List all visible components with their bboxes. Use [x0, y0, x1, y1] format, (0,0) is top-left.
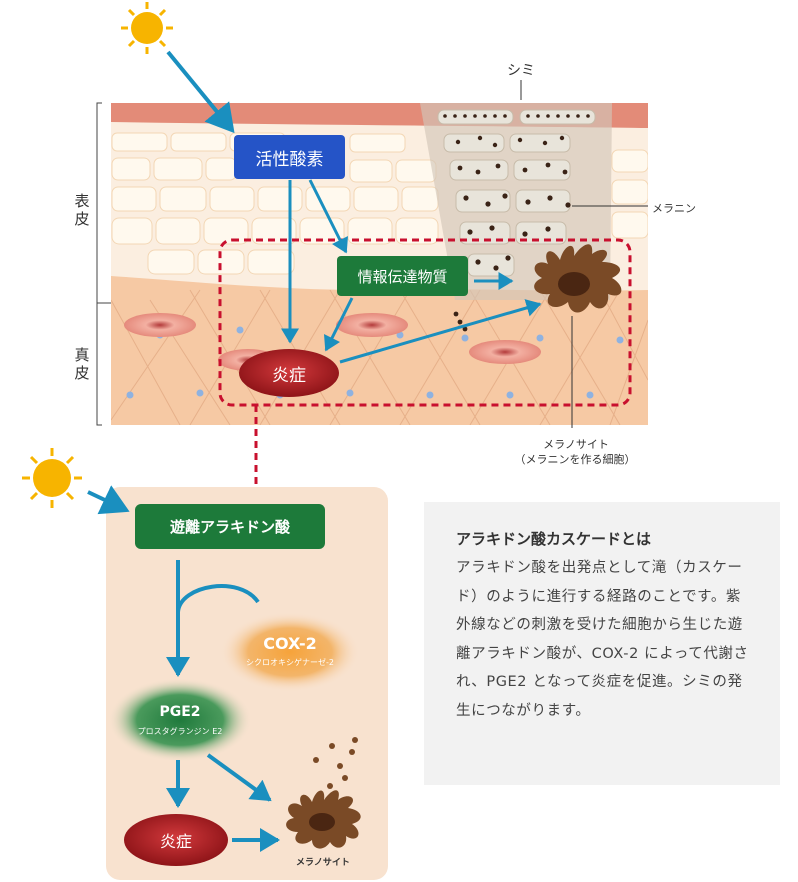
pge2-ellipse: [108, 678, 252, 762]
cox2-sub-label: シクロオキシゲナーゼ-2: [246, 657, 334, 667]
active-oxygen-label: 活性酸素: [255, 149, 324, 170]
sun-icon-top: [121, 2, 173, 54]
note-title: アラキドン酸カスケードとは: [456, 530, 652, 548]
epidermis-label: 表皮: [74, 192, 90, 228]
dermis-label: 真皮: [74, 346, 90, 382]
inflammation-top-ellipse: [239, 349, 339, 397]
inflammation-bottom-ellipse: [124, 814, 228, 866]
melanocyte-sub-label: （メラニンを作る細胞）: [514, 453, 636, 466]
inflammation-top-label: 炎症: [272, 365, 306, 386]
sun-icon-bottom: [22, 448, 82, 508]
melanin-label: メラニン: [652, 202, 696, 215]
shimi-label: シミ: [507, 63, 535, 79]
melanocyte-bottom: [286, 790, 361, 849]
melanocyte-bottom-label: メラノサイト: [296, 858, 350, 868]
cox2-ellipse: [220, 612, 360, 692]
explanation-note: アラキドン酸カスケードとは アラキドン酸を出発点として滝（カスケード）のように進…: [424, 502, 780, 785]
pge2-sub-label: プロスタグランジン E2: [137, 726, 223, 736]
inflammation-bottom-label: 炎症: [159, 832, 192, 851]
note-body: アラキドン酸を出発点として滝（カスケード）のように進行する経路のことです。紫外線…: [456, 560, 749, 719]
arachidonic-label: 遊離アラキドン酸: [169, 518, 290, 536]
info-substance-box: [337, 256, 468, 296]
arachidonic-box: [135, 504, 325, 549]
melanocyte-label: メラノサイト: [543, 438, 609, 451]
active-oxygen-box: [234, 135, 345, 179]
pge2-label: PGE2: [159, 704, 201, 720]
cox2-label: COX-2: [263, 633, 317, 653]
info-substance-label: 情報伝達物質: [357, 267, 448, 286]
melanocyte-top: [534, 244, 622, 313]
